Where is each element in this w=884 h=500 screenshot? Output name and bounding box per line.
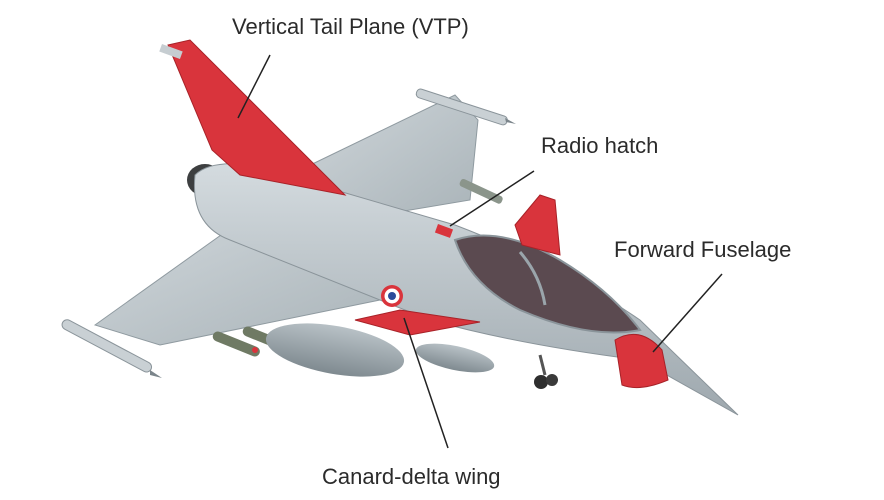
tail-antenna (159, 44, 183, 60)
right-underwing-store (459, 178, 503, 204)
ventral-fuel-tank-right (415, 343, 495, 373)
forward-fuselage-band (614, 333, 669, 389)
left-canard (354, 309, 481, 336)
leader-line-canard (403, 317, 449, 449)
left-wingtip-missile (61, 319, 162, 378)
french-roundel-icon (381, 285, 403, 307)
right-canard (514, 194, 561, 256)
label-canard-delta-wing: Canard-delta wing (322, 464, 501, 489)
leader-line-radio-hatch (449, 170, 535, 227)
label-vertical-tail-plane: Vertical Tail Plane (VTP) (232, 14, 469, 39)
leader-line-forward-fuselage (652, 273, 723, 353)
label-forward-fuselage: Forward Fuselage (614, 237, 792, 262)
leader-line-vtp (237, 54, 271, 119)
nose-landing-gear (534, 354, 558, 389)
right-wingtip-missile (415, 88, 516, 126)
label-radio-hatch: Radio hatch (541, 133, 659, 158)
canopy-frame (518, 251, 547, 306)
radio-hatch (434, 223, 454, 238)
vertical-tail-plane (167, 39, 347, 196)
ventral-fuel-tank-left (265, 323, 405, 377)
